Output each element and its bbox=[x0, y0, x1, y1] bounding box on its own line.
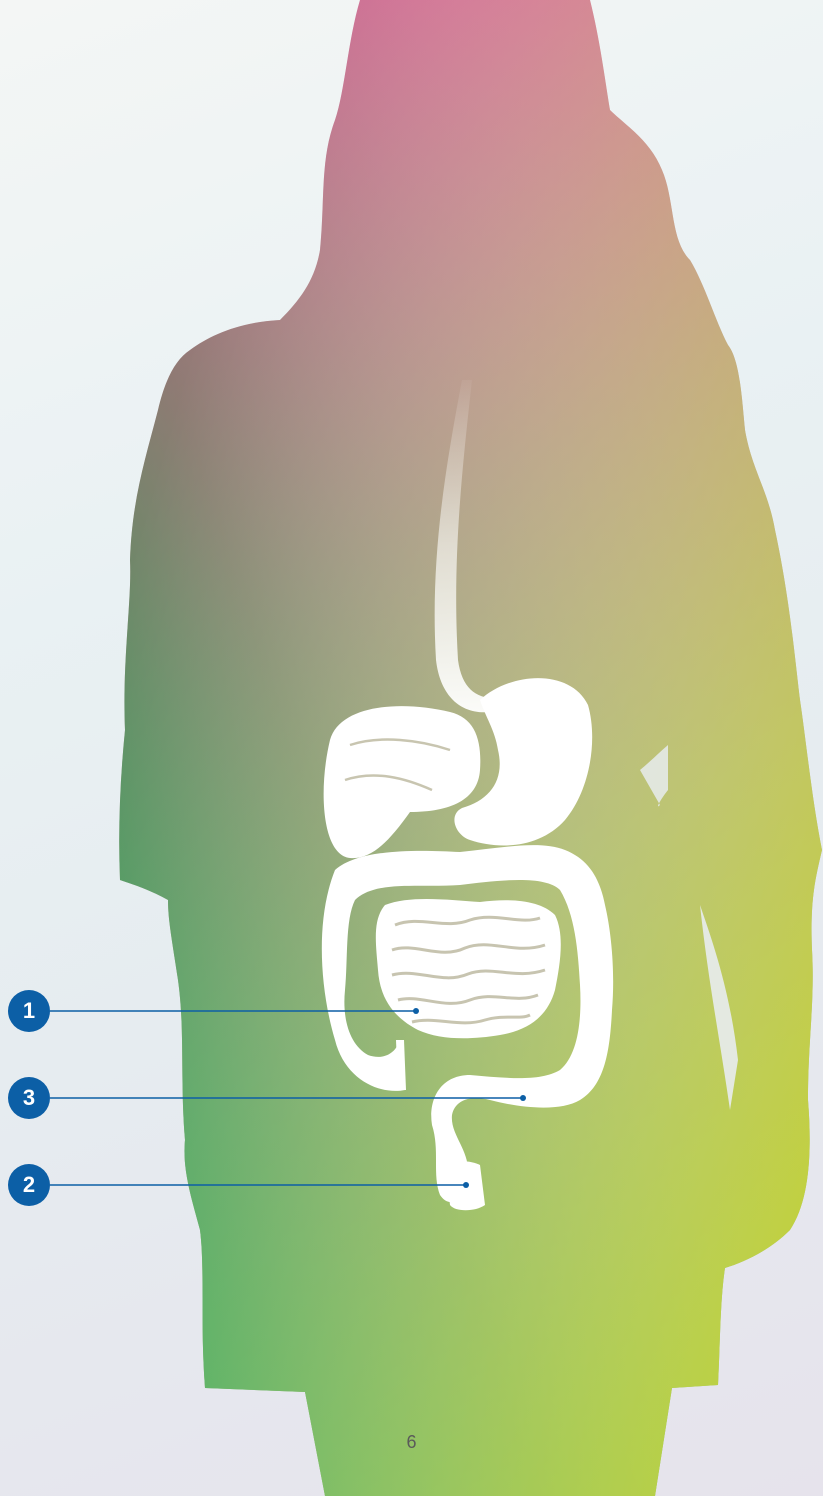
callout-dot-1 bbox=[413, 1008, 419, 1014]
marker-3: 3 bbox=[8, 1077, 50, 1119]
callout-dot-2 bbox=[463, 1182, 469, 1188]
marker-1: 1 bbox=[8, 990, 50, 1032]
callout-dot-3 bbox=[520, 1095, 526, 1101]
page-number: 6 bbox=[0, 1432, 823, 1453]
marker-2: 2 bbox=[8, 1164, 50, 1206]
